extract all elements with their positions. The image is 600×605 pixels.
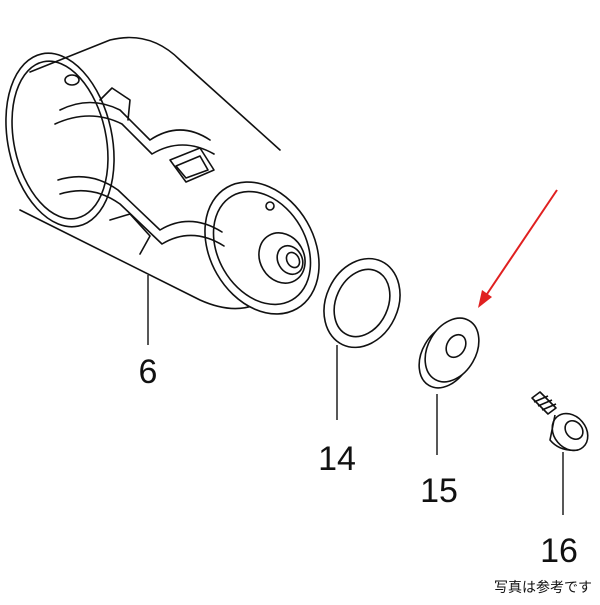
- reference-caption: 写真は参考です: [494, 579, 592, 596]
- callout-15: 15: [420, 472, 458, 510]
- bolt-part-16: [531, 391, 589, 452]
- red-pointer-arrow: [478, 189, 558, 308]
- callout-14: 14: [318, 440, 356, 478]
- cam-plate-part-15: [418, 317, 480, 389]
- callout-6: 6: [139, 353, 158, 391]
- shift-drum-part-6: [5, 36, 320, 315]
- callout-16: 16: [540, 532, 578, 570]
- washer-part-14: [323, 257, 401, 349]
- leader-lines: [147, 275, 564, 515]
